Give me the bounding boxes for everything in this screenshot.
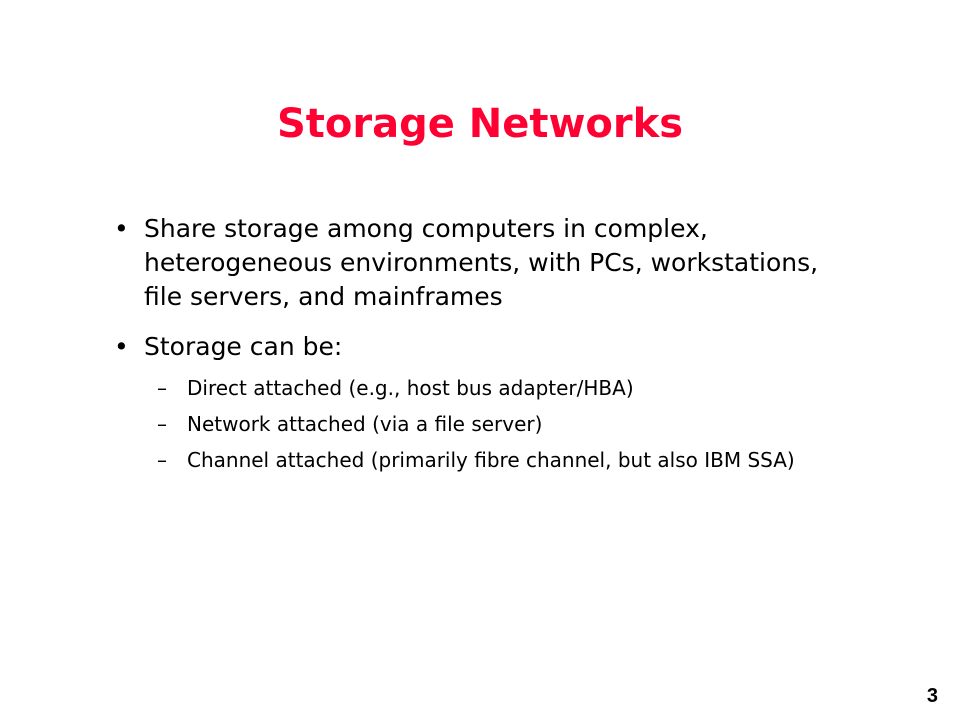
bullet-item: • Share storage among computers in compl… [114,212,834,314]
dash-marker: – [157,448,167,472]
bullet-marker: • [114,332,129,361]
bullet-text: Storage can be: [144,332,343,361]
bullet-text: Share storage among computers in complex… [144,214,819,311]
slide-title: Storage Networks [276,101,684,147]
sub-bullet-item: – Network attached (via a file server) [157,410,834,438]
dash-marker: – [157,412,167,436]
sub-bullet-text: Channel attached (primarily fibre channe… [187,448,795,472]
sub-bullet-list: – Direct attached (e.g., host bus adapte… [114,374,834,474]
sub-bullet-text: Network attached (via a file server) [187,412,543,436]
sub-bullet-item: – Direct attached (e.g., host bus adapte… [157,374,834,402]
bullet-marker: • [114,214,129,243]
dash-marker: – [157,376,167,400]
bullet-item: • Storage can be: [114,330,834,364]
page-number: 3 [926,685,938,707]
bullet-list: • Share storage among computers in compl… [114,212,834,482]
sub-bullet-item: – Channel attached (primarily fibre chan… [157,446,834,474]
sub-bullet-text: Direct attached (e.g., host bus adapter/… [187,376,634,400]
